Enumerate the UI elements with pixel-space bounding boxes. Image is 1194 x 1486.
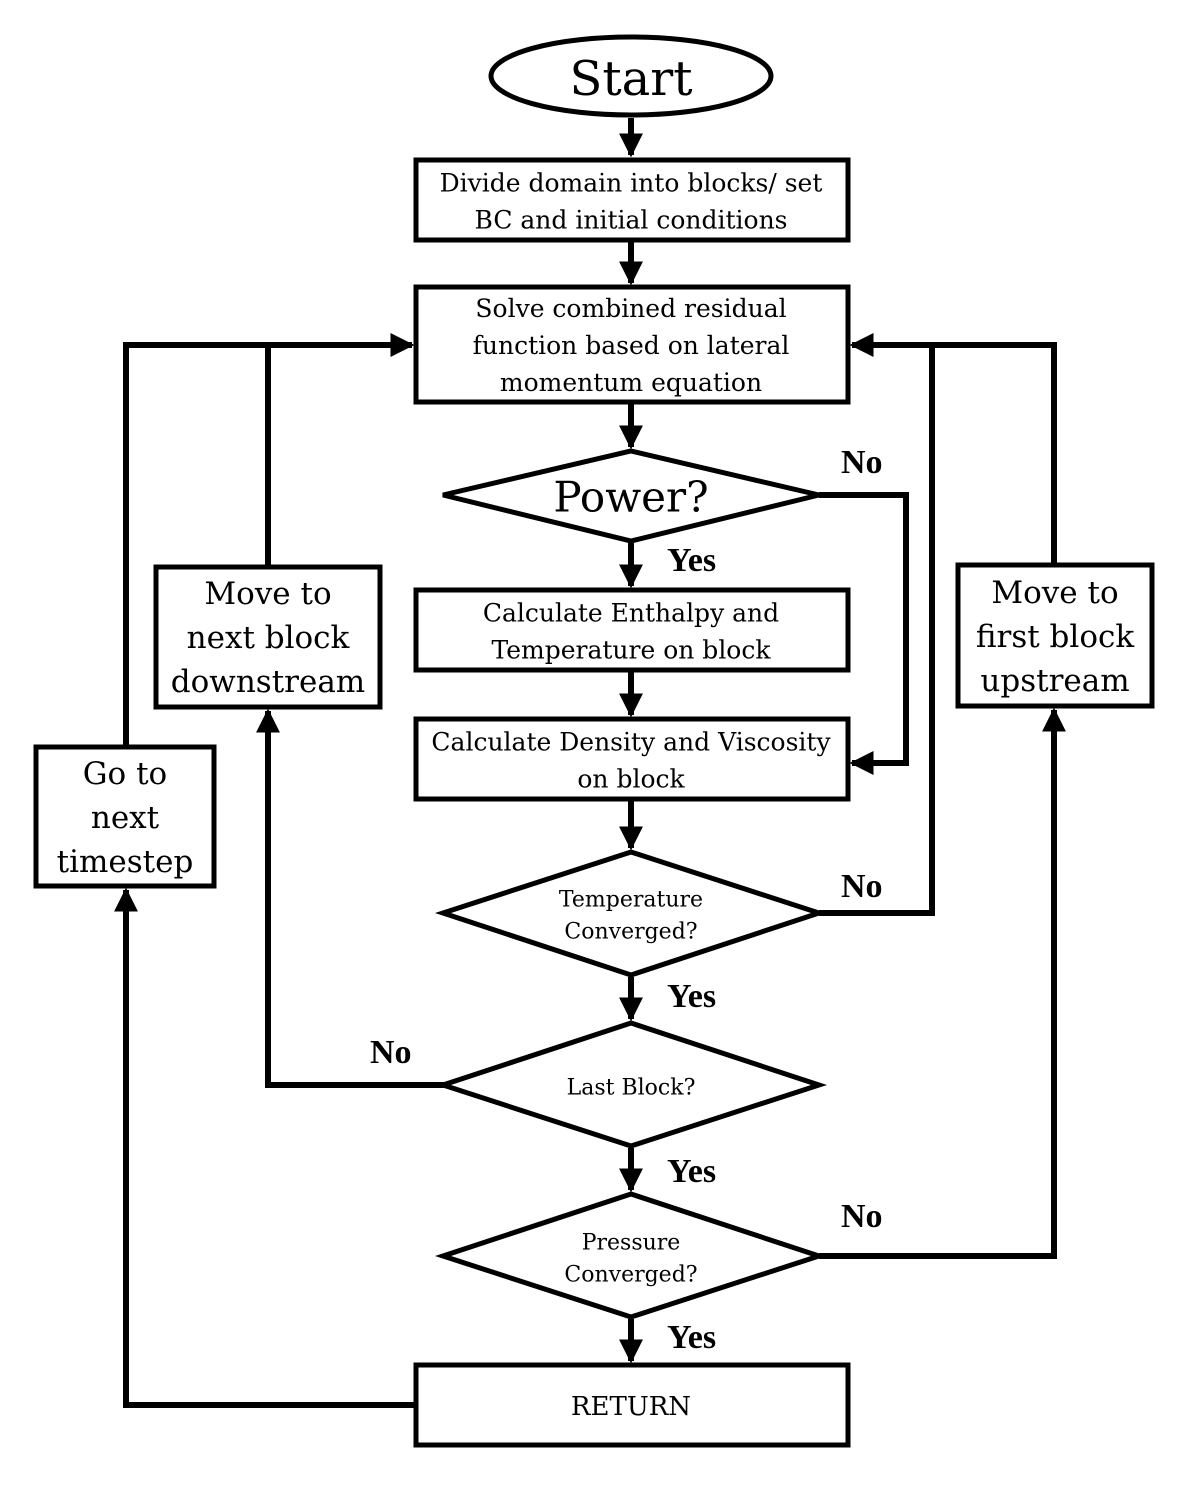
edge-return-to-next-timestep <box>114 887 415 1408</box>
svg-text:RETURN: RETURN <box>571 1392 691 1422</box>
label-press-no: No <box>841 1198 883 1235</box>
edges <box>114 118 1066 1408</box>
edge-first-block-to-solve <box>932 342 1057 563</box>
label-last-no: No <box>370 1034 412 1071</box>
enthalpy-line-2: Temperature on block <box>491 635 771 664</box>
label-press-yes: Yes <box>667 1319 716 1356</box>
node-first-block: Move to first block upstream <box>955 562 1155 709</box>
first-block-line-2: first block <box>976 619 1135 655</box>
label-last-yes: Yes <box>667 1153 716 1190</box>
solve-line-1: Solve combined residual <box>475 294 786 323</box>
label-temp-no: No <box>841 868 883 905</box>
start-line-1: Start <box>569 51 692 107</box>
edge-next-timestep-to-solve <box>123 342 268 745</box>
node-next-timestep: Go to next timestep <box>33 744 217 889</box>
edge-power-no-to-density <box>819 492 909 775</box>
temp-conv-line-1: Temperature <box>559 888 703 913</box>
press-conv-line-2: Converged? <box>564 1263 697 1288</box>
next-block-line-2: next block <box>187 620 350 656</box>
next-block-line-1: Move to <box>204 576 331 612</box>
next-timestep-line-2: next <box>91 800 160 836</box>
density-line-2: on block <box>577 764 685 793</box>
label-temp-yes: Yes <box>667 978 716 1015</box>
node-start: Start <box>488 34 774 118</box>
node-power: Power? <box>442 448 820 544</box>
edge-temp-no-to-solve <box>819 333 935 916</box>
temp-conv-line-2: Converged? <box>564 920 697 945</box>
edge-labels: No Yes No Yes No Yes No Yes <box>370 444 883 1356</box>
density-line-1: Calculate Density and Viscosity <box>431 727 831 756</box>
svg-text:Calculate Density and Viscosit: Calculate Density and Viscosity on block <box>431 727 831 793</box>
edge-next-block-to-solve <box>265 333 415 566</box>
divide-line-2: BC and initial conditions <box>474 205 787 234</box>
edge-press-no-to-first-block <box>819 707 1066 1259</box>
node-return: RETURN <box>413 1362 851 1448</box>
svg-text:Start: Start <box>569 51 692 107</box>
node-next-block: Move to next block downstream <box>153 564 383 710</box>
edge-last-no-to-next-block <box>256 708 444 1088</box>
return-line-1: RETURN <box>571 1392 691 1422</box>
svg-text:Divide domain into blocks/ set: Divide domain into blocks/ set BC and ini… <box>440 168 823 234</box>
svg-text:Last Block?: Last Block? <box>567 1076 696 1101</box>
label-power-no: No <box>841 444 883 481</box>
label-power-yes: Yes <box>667 542 716 579</box>
last-block-line-1: Last Block? <box>567 1076 696 1101</box>
next-timestep-line-3: timestep <box>57 844 194 880</box>
divide-line-1: Divide domain into blocks/ set <box>440 168 823 197</box>
solve-line-2: function based on lateral <box>473 331 790 360</box>
node-divide: Divide domain into blocks/ set BC and ini… <box>413 157 851 243</box>
enthalpy-line-1: Calculate Enthalpy and <box>483 598 779 627</box>
next-block-line-3: downstream <box>171 664 365 700</box>
first-block-line-1: Move to <box>991 575 1118 611</box>
svg-text:Power?: Power? <box>553 473 708 522</box>
next-timestep-line-1: Go to <box>83 756 167 792</box>
press-conv-line-1: Pressure <box>582 1231 681 1256</box>
solve-line-3: momentum equation <box>500 368 762 397</box>
node-density: Calculate Density and Viscosity on block <box>413 716 851 802</box>
node-last-block: Last Block? <box>434 1020 828 1149</box>
power-line-1: Power? <box>553 473 708 522</box>
first-block-line-3: upstream <box>980 663 1129 699</box>
node-solve: Solve combined residual function based on… <box>413 284 851 405</box>
